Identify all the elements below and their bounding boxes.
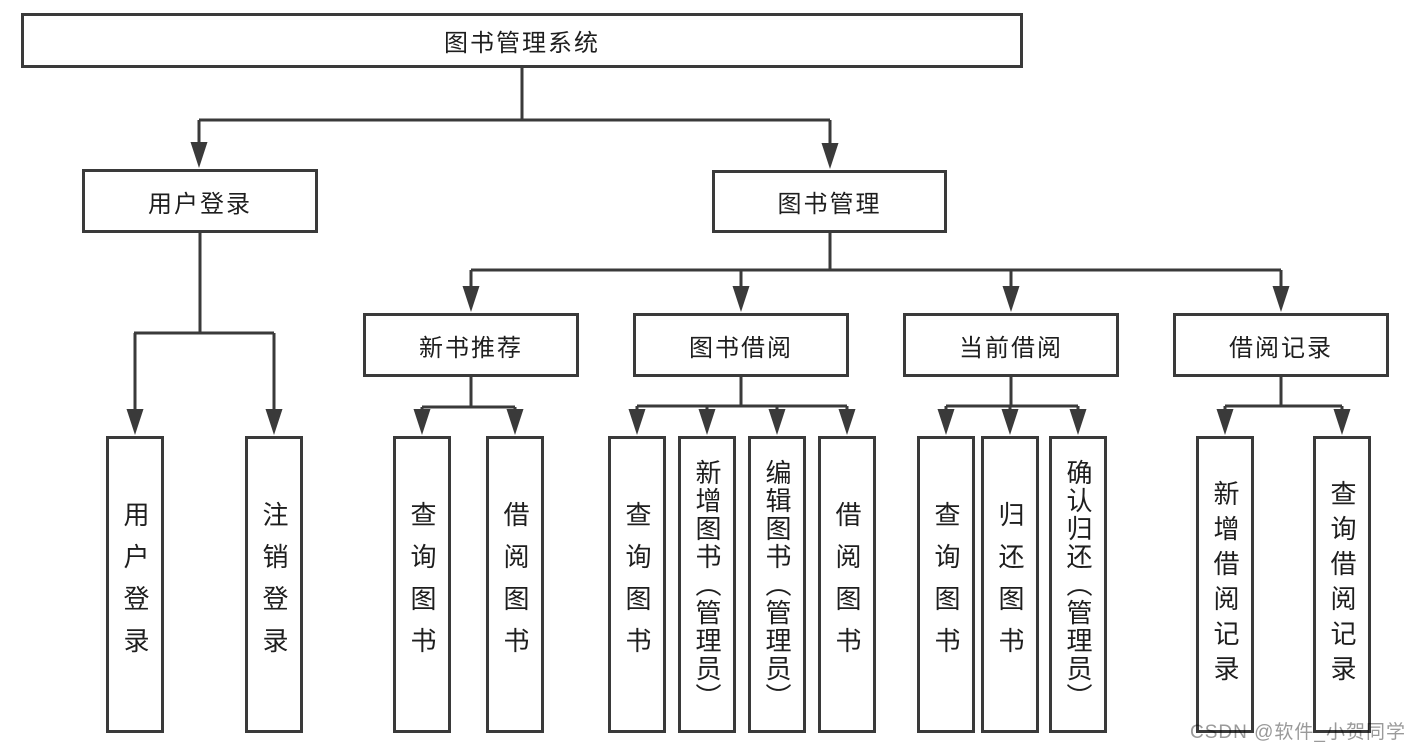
node-borrowing-records: 借阅记录 [1173, 313, 1389, 377]
leaf-query-borrow-record: 查询借阅记录 [1313, 436, 1371, 733]
leaf-add-borrow-record: 新增借阅记录 [1196, 436, 1254, 733]
leaf-borrow-books-borrowing-label: 借阅图书 [832, 500, 862, 669]
csdn-watermark: CSDN @软件_小贺同学 [1190, 722, 1405, 743]
leaf-user-login-label: 用户登录 [120, 500, 150, 669]
node-book-borrowing: 图书借阅 [633, 313, 849, 377]
leaf-borrow-books-borrowing: 借阅图书 [818, 436, 876, 733]
leaf-add-borrow-record-label: 新增借阅记录 [1210, 479, 1240, 690]
leaf-user-login: 用户登录 [106, 436, 164, 733]
node-new-book-recommendation: 新书推荐 [363, 313, 579, 377]
node-user-login: 用户登录 [82, 169, 318, 233]
leaf-logout-label: 注销登录 [259, 500, 289, 669]
leaf-query-books-borrowing-label: 查询图书 [622, 500, 652, 669]
leaf-add-book-admin-label: 新增图书（管理员） [692, 458, 722, 711]
leaf-add-book-admin: 新增图书（管理员） [678, 436, 736, 733]
leaf-return-books: 归还图书 [981, 436, 1039, 733]
leaf-query-books-recommend-label: 查询图书 [407, 500, 437, 669]
leaf-borrow-books-recommend-label: 借阅图书 [500, 500, 530, 669]
leaf-edit-book-admin-label: 编辑图书（管理员） [762, 458, 792, 711]
leaf-return-books-label: 归还图书 [995, 500, 1025, 669]
leaf-query-books-recommend: 查询图书 [393, 436, 451, 733]
node-current-borrowing: 当前借阅 [903, 313, 1119, 377]
leaf-query-books-current: 查询图书 [917, 436, 975, 733]
leaf-query-books-current-label: 查询图书 [931, 500, 961, 669]
node-book-management: 图书管理 [712, 170, 947, 233]
leaf-confirm-return-admin-label: 确认归还（管理员） [1063, 458, 1093, 711]
leaf-edit-book-admin: 编辑图书（管理员） [748, 436, 806, 733]
leaf-borrow-books-recommend: 借阅图书 [486, 436, 544, 733]
node-root-book-management-system: 图书管理系统 [21, 13, 1023, 68]
leaf-logout: 注销登录 [245, 436, 303, 733]
leaf-confirm-return-admin: 确认归还（管理员） [1049, 436, 1107, 733]
leaf-query-borrow-record-label: 查询借阅记录 [1327, 479, 1357, 690]
leaf-query-books-borrowing: 查询图书 [608, 436, 666, 733]
